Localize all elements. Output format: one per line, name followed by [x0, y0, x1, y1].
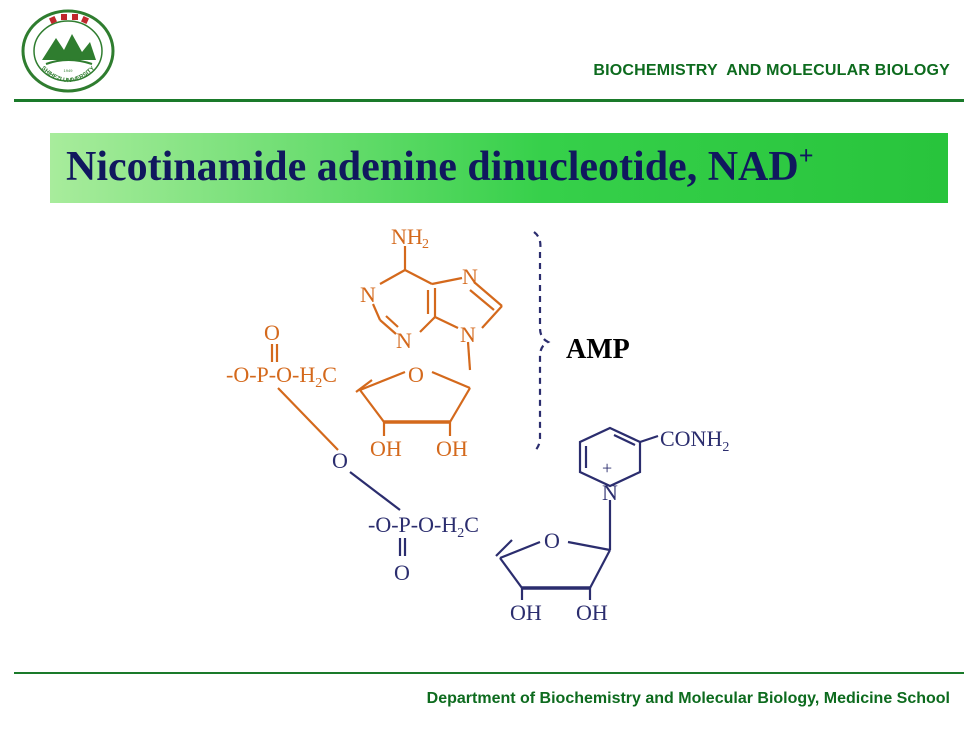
title-banner: Nicotinamide adenine dinucleotide, NAD+	[50, 133, 948, 203]
svg-text:N: N	[460, 322, 476, 347]
svg-text:-O-P-O-H2C: -O-P-O-H2C	[226, 362, 337, 391]
page-title: Nicotinamide adenine dinucleotide, NAD+	[66, 141, 814, 191]
nmn-moiety	[349, 426, 659, 600]
svg-text:O: O	[408, 362, 424, 387]
title-superscript: +	[798, 141, 814, 170]
svg-text:O: O	[264, 320, 280, 345]
svg-text:OH: OH	[436, 436, 468, 461]
svg-text:N: N	[396, 328, 412, 353]
svg-text:OH: OH	[510, 600, 542, 625]
logo-seal-glyphs	[49, 14, 89, 24]
svg-text:N: N	[360, 282, 376, 307]
mountain-icon	[42, 34, 96, 60]
university-logo: 1949 SHIHEZI UNIVERSITY	[21, 9, 115, 93]
svg-text:O: O	[544, 528, 560, 553]
svg-text:N: N	[602, 480, 618, 505]
svg-text:1949: 1949	[64, 68, 74, 73]
nad-structure-diagram: NH 2 N N N N O -O-P-O-H2C O OH OH AMP O	[226, 224, 729, 625]
svg-text:NH: NH	[391, 224, 423, 249]
svg-text:2: 2	[422, 237, 429, 252]
nmn-labels: CONH2 + N -O-P-O-H2C O O OH OH	[368, 426, 729, 625]
header-banner: BIOCHEMISTRY AND MOLECULAR BIOLOGY	[593, 62, 950, 79]
bridge-oxygen: O	[332, 448, 348, 473]
amp-moiety	[270, 246, 503, 451]
svg-text:O: O	[394, 560, 410, 585]
amp-labels: NH 2 N N N N O -O-P-O-H2C O OH OH	[226, 224, 478, 461]
footer-divider	[14, 672, 964, 674]
header-divider	[14, 99, 964, 102]
svg-text:OH: OH	[370, 436, 402, 461]
svg-text:+: +	[602, 458, 612, 478]
svg-text:OH: OH	[576, 600, 608, 625]
amp-label: AMP	[566, 334, 630, 365]
amp-bracket	[533, 231, 551, 453]
svg-text:CONH2: CONH2	[660, 426, 729, 455]
svg-text:N: N	[462, 264, 478, 289]
svg-text:-O-P-O-H2C: -O-P-O-H2C	[368, 512, 479, 541]
footer-text: Department of Biochemistry and Molecular…	[426, 690, 950, 707]
